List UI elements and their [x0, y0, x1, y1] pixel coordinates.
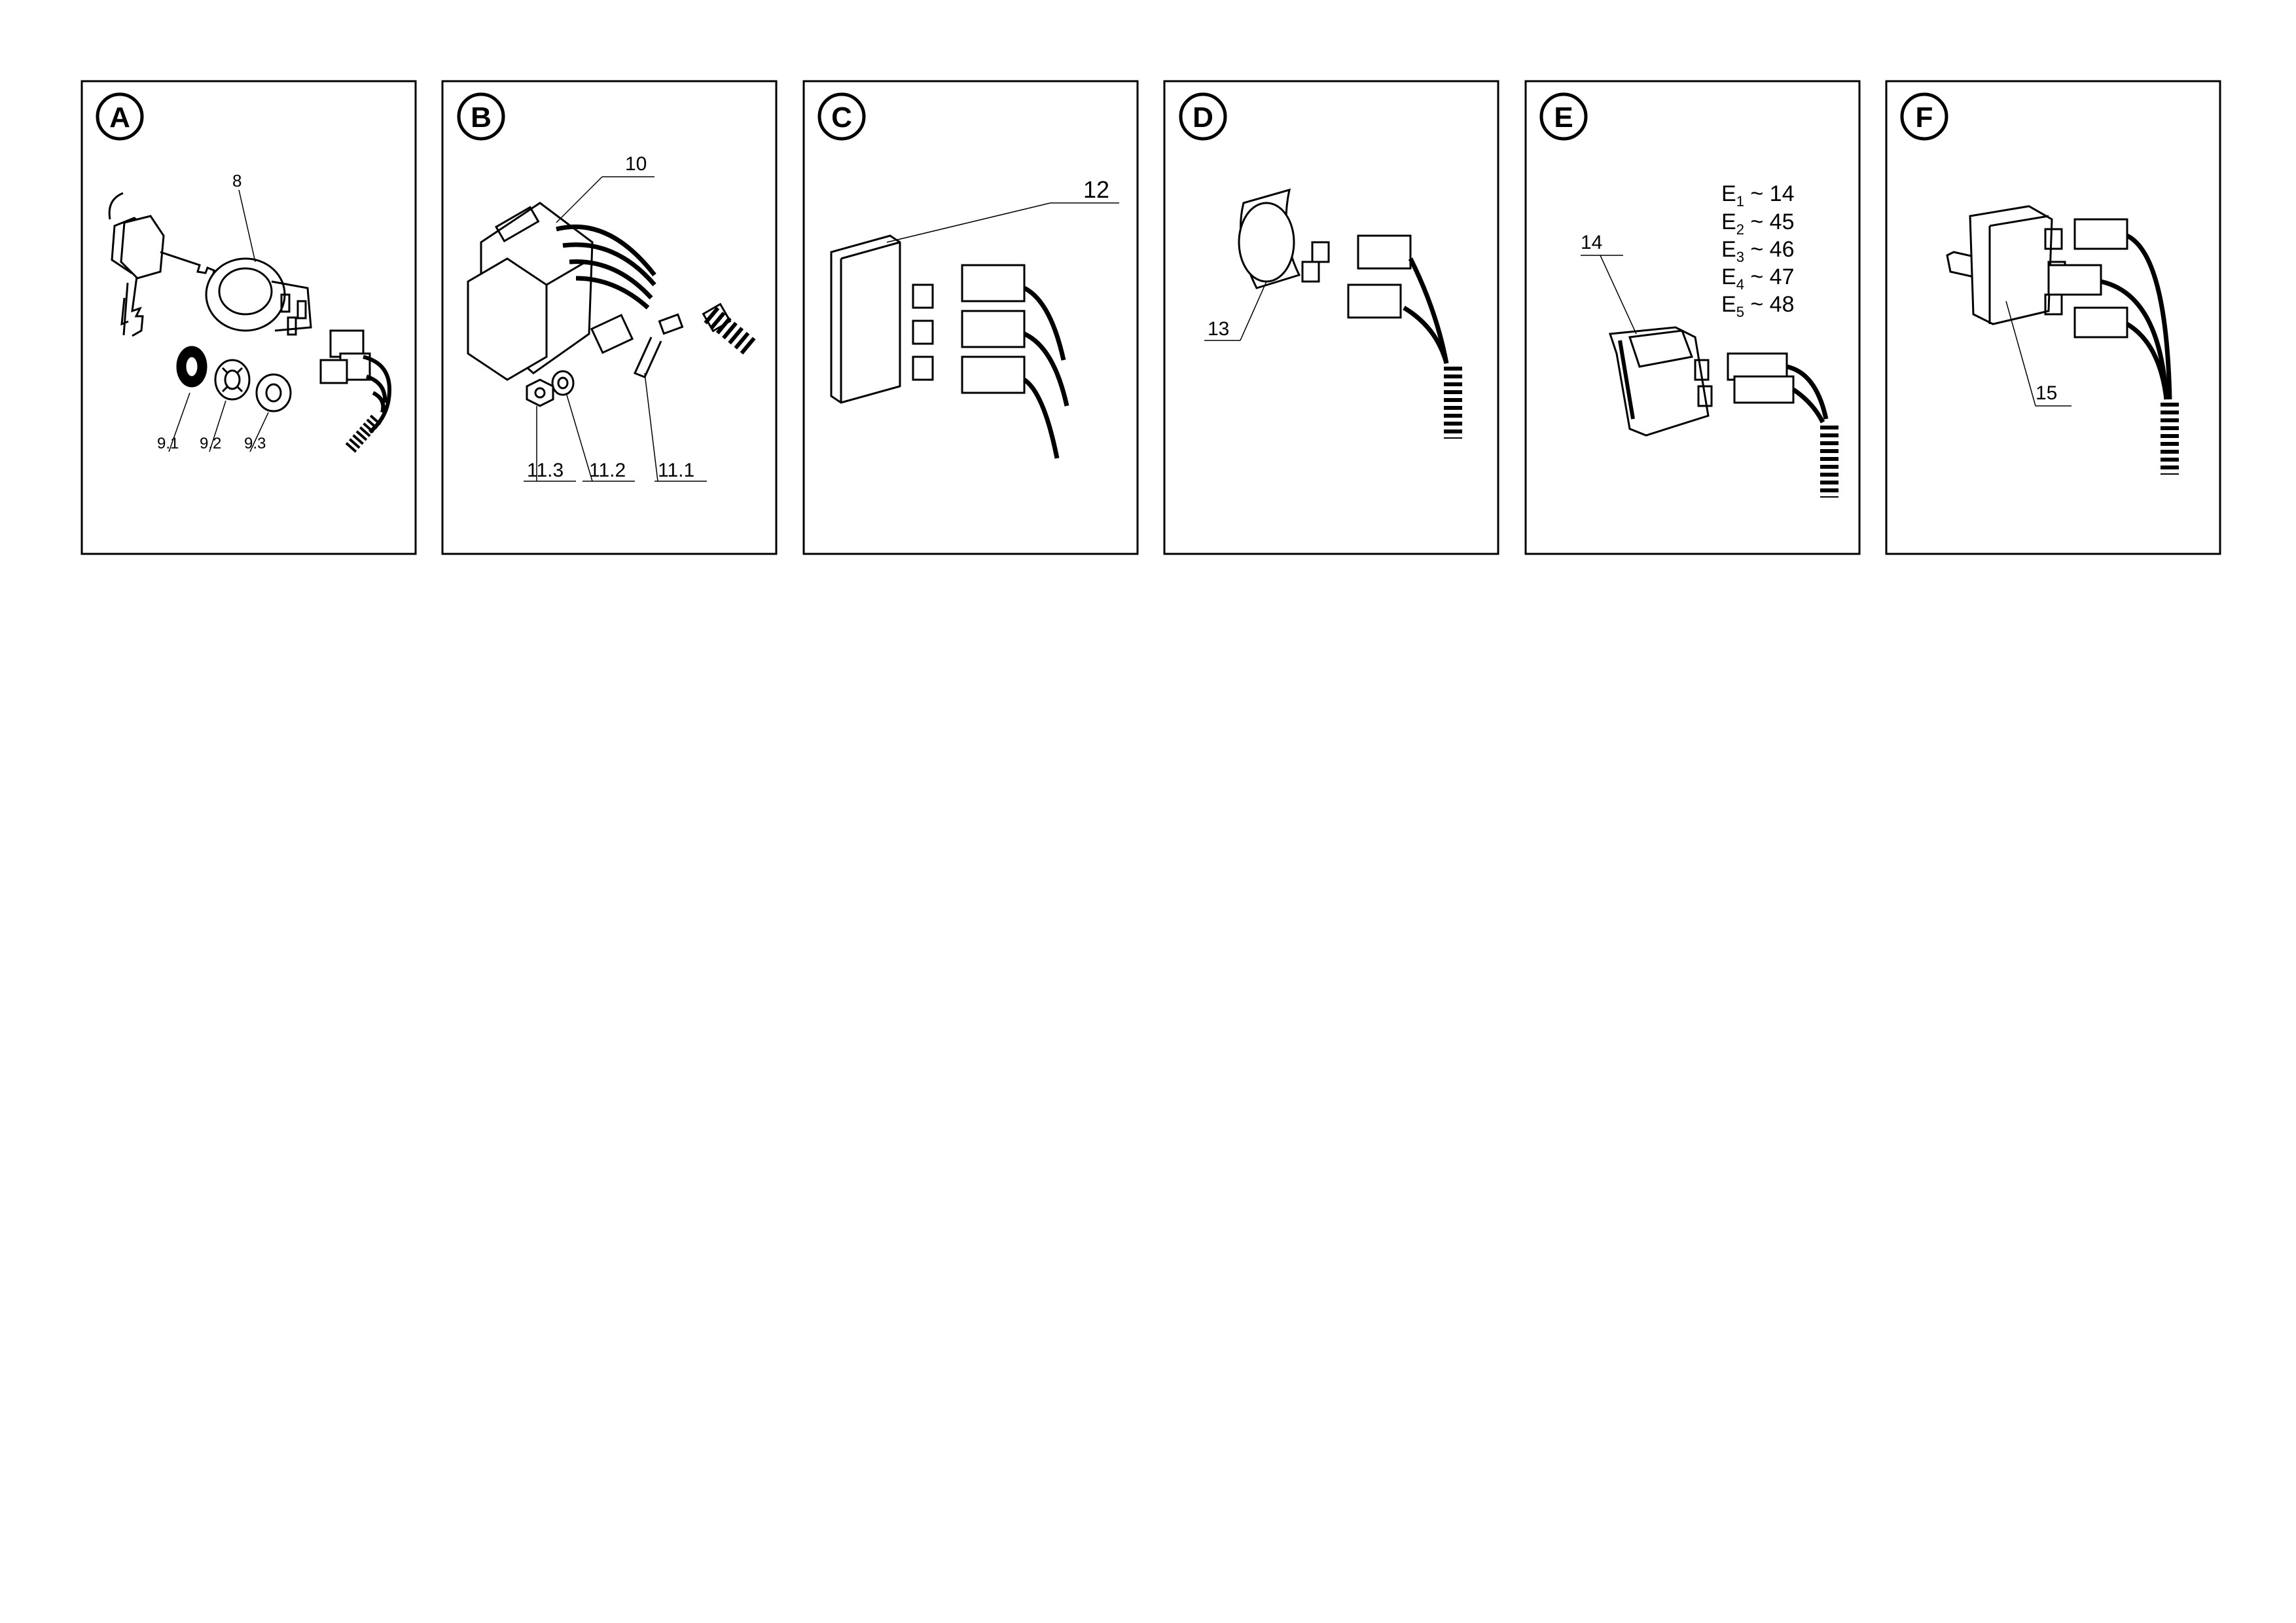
panel-c: C 12: [802, 80, 1139, 555]
panel-letter: D: [1193, 101, 1213, 134]
callout-11-1: 11.1: [658, 460, 694, 481]
svg-text:E5 ~ 48: E5 ~ 48: [1721, 292, 1795, 320]
callout-14: 14: [1581, 232, 1602, 253]
panel-f-badge: F: [1900, 92, 1948, 141]
panel-e-badge: E: [1539, 92, 1588, 141]
key-switch-icon: [205, 257, 312, 336]
panel-f: F 15: [1885, 80, 2221, 555]
regulator-icon: [467, 202, 756, 381]
connector-block-icon: [830, 234, 1069, 459]
panel-a-badge: A: [96, 92, 144, 141]
ignition-key-icon: [120, 215, 215, 280]
wire-connector-icon: [319, 329, 392, 453]
panel-a: A 8: [81, 80, 417, 555]
svg-text:E4 ~ 47: E4 ~ 47: [1721, 264, 1795, 293]
callout-15: 15: [2036, 382, 2057, 404]
panel-letter: A: [109, 101, 130, 134]
panel-c-badge: C: [817, 92, 866, 141]
callout-9-3: 9.3: [244, 435, 266, 452]
panel-b-badge: B: [457, 92, 505, 141]
leader-line: [238, 189, 256, 263]
callout-9-2: 9.2: [200, 435, 221, 452]
callout-11-3: 11.3: [527, 460, 564, 481]
panel-d: D 13: [1163, 80, 1499, 555]
callout-9-1: 9.1: [157, 435, 179, 452]
washer-black-icon: [176, 346, 207, 388]
panel-b: B 10: [441, 80, 778, 555]
panel-e: E E1 ~ 14 E2 ~ 45 E3 ~ 46 E4 ~ 47 E5 ~ 4…: [1524, 80, 1861, 555]
svg-text:E2 ~ 45: E2 ~ 45: [1721, 210, 1795, 238]
panel-letter: C: [831, 101, 852, 134]
toggle-switch-icon: [1946, 205, 2179, 475]
callout-12: 12: [1083, 176, 1109, 203]
washer-icon: [551, 370, 575, 396]
nut-icon: [526, 378, 554, 407]
panel-letter: E: [1554, 101, 1573, 134]
washer-flat-icon: [255, 373, 292, 412]
callout-13: 13: [1208, 318, 1229, 340]
buzzer-icon: [1238, 188, 1462, 439]
panel-letter: F: [1916, 101, 1933, 134]
callout-8: 8: [232, 171, 242, 191]
callout-11-2: 11.2: [589, 460, 626, 481]
svg-text:E1 ~ 14: E1 ~ 14: [1721, 181, 1795, 210]
callout-10: 10: [625, 153, 647, 175]
svg-text:E3 ~ 46: E3 ~ 46: [1721, 237, 1795, 265]
bolt-icon: [633, 313, 684, 378]
washer-star-icon: [214, 359, 251, 401]
switch-legend: E1 ~ 14 E2 ~ 45 E3 ~ 46 E4 ~ 47 E5 ~ 48: [1721, 181, 1795, 320]
panel-letter: B: [471, 101, 492, 134]
rocker-switch-icon: [1608, 326, 1839, 498]
panel-d-badge: D: [1179, 92, 1227, 141]
